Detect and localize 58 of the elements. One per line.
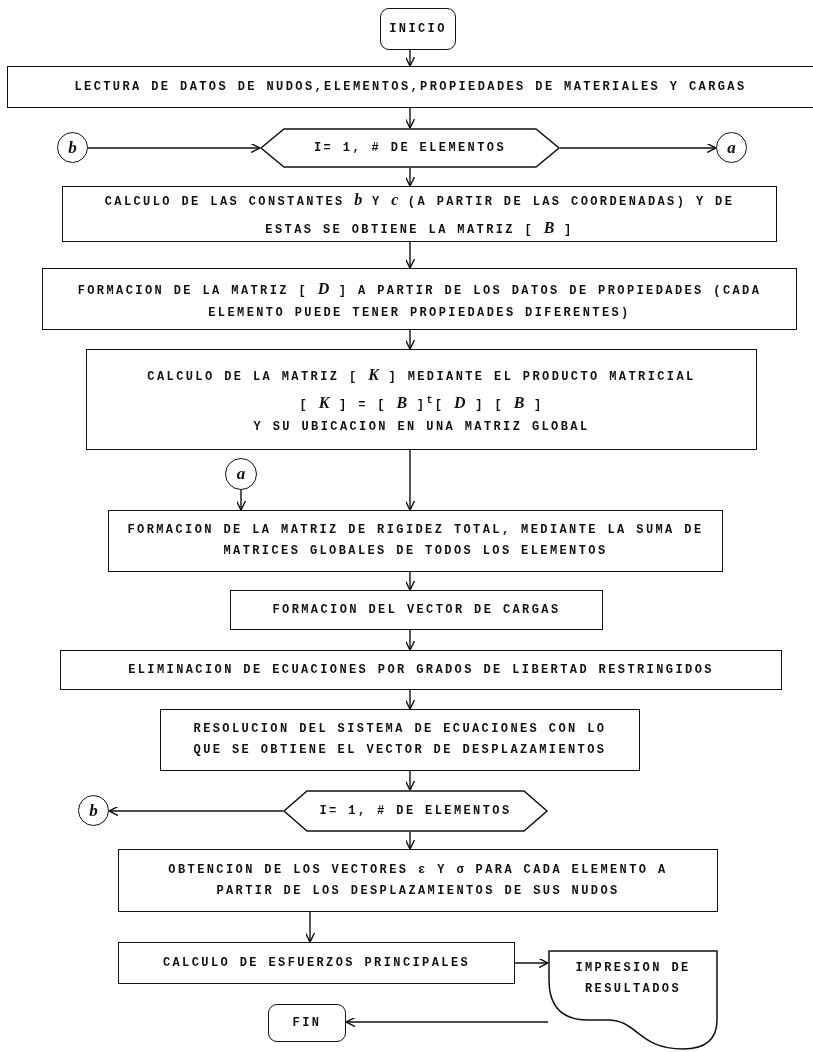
box-text: OBTENCION DE LOS VECTORES ε Y σ PARA CADA ELEMENTO A PARTIR DE LOS DESPLAZAMIENTOS DE SUS NUDOS [167, 861, 669, 900]
box-text: LECTURA DE DATOS DE NUDOS,ELEMENTOS,PROPIEDADES DE MATERIALES Y CARGAS [74, 78, 747, 96]
loop-hexagon [260, 128, 560, 168]
connector-label: a [727, 136, 736, 159]
process-box [160, 709, 640, 771]
arrow [235, 489, 247, 511]
arrow [404, 571, 416, 591]
arrow [108, 805, 284, 817]
loop-hexagon [283, 790, 548, 832]
connector-circle [78, 795, 109, 826]
box-text: FORMACION DE LA MATRIZ DE RIGIDEZ TOTAL, MEDIANTE LA SUMA DE MATRICES GLOBALES DE TODOS LOS ELEMENTOS [127, 522, 704, 560]
connector-label: a [236, 463, 246, 486]
terminal-box [380, 8, 456, 50]
connector-circle [716, 132, 747, 163]
connector-circle [225, 458, 257, 490]
process-box [86, 349, 757, 450]
box-text: [ K ] = [ B ]$^{t}$[ D ] [ B ] [299, 393, 544, 414]
arrow [404, 329, 416, 350]
arrow [87, 142, 261, 154]
arrow [514, 957, 549, 969]
process-box [42, 268, 797, 330]
box-text: IMPRESION DE RESULTADOS [574, 960, 692, 998]
arrow [404, 831, 416, 850]
box-text: ELIMINACION DE ECUACIONES POR GRADOS DE LIBERTAD RESTRINGIDOS [128, 661, 714, 679]
arrow [345, 1016, 549, 1028]
arrow [404, 49, 416, 67]
process-box [108, 510, 723, 572]
box-text: FIN [292, 1014, 322, 1032]
arrow [304, 911, 316, 943]
process-box [230, 590, 603, 630]
arrow [404, 770, 416, 791]
input-box [7, 66, 813, 108]
connector-label: b [89, 799, 98, 822]
box-text: FORMACION DEL VECTOR DE CARGAS [272, 601, 561, 619]
box-text: Y SU UBICACION EN UNA MATRIZ GLOBAL [253, 419, 590, 436]
connector-circle [57, 132, 88, 163]
arrow [404, 689, 416, 710]
process-box [118, 849, 718, 912]
box-text: CALCULO DE LAS CONSTANTES b Y c (A PARTIR DE LAS COORDENADAS) Y DE ESTAS SE OBTIENE LA MATRIZ [ B ] [103, 190, 736, 239]
arrow [404, 241, 416, 269]
box-text: FORMACION DE LA MATRIZ [ D ] A PARTIR DE LOS DATOS DE PROPIEDADES (CADA ELEMENTO PUEDE TENER PROPIEDADES DIFERENTES) [76, 278, 763, 322]
document-shape [548, 950, 718, 1050]
arrow [404, 629, 416, 651]
arrow [404, 449, 416, 511]
box-text: INICIO [389, 20, 447, 38]
box-text: I= 1, # DE ELEMENTOS [319, 802, 512, 820]
arrow [404, 107, 416, 129]
box-text: CALCULO DE LA MATRIZ [ K ] MEDIANTE EL PRODUCTO MATRICIAL [147, 365, 696, 386]
terminal-box [268, 1004, 346, 1042]
process-box [60, 650, 782, 690]
box-text: I= 1, # DE ELEMENTOS [314, 139, 506, 157]
arrow [559, 142, 717, 154]
box-text: RESOLUCION DEL SISTEMA DE ECUACIONES CON LO QUE SE OBTIENE EL VECTOR DE DESPLAZAMIENTOS [192, 721, 608, 759]
arrow [404, 167, 416, 187]
process-box [118, 942, 515, 984]
box-text: CALCULO DE ESFUERZOS PRINCIPALES [162, 954, 471, 972]
connector-label: b [68, 136, 77, 159]
process-box [62, 186, 777, 242]
